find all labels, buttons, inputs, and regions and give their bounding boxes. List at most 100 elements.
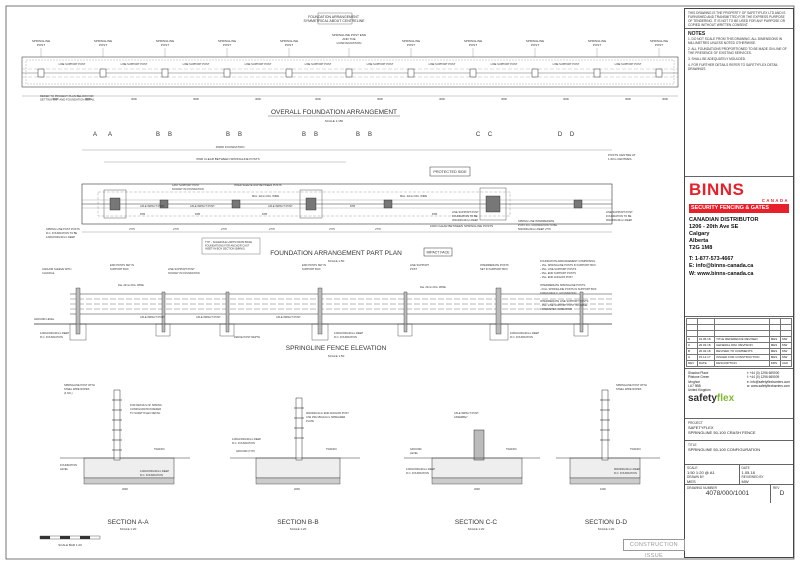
svg-text:POST R.C. FOUNDATION TO BE: POST R.C. FOUNDATION TO BE: [518, 223, 557, 227]
distributor-tagline: SECURITY FENCING & GATES: [689, 204, 789, 213]
svg-text:POST: POST: [285, 43, 293, 47]
svg-text:R.C. FOUNDATION: R.C. FOUNDATION: [406, 471, 429, 475]
drawn-value: MES: [687, 479, 696, 484]
svg-text:B: B: [156, 132, 160, 138]
svg-text:2770: 2770: [375, 227, 381, 231]
section-b-title: SECTION B-B: [277, 519, 319, 526]
svg-text:POST: POST: [407, 43, 415, 47]
svg-text:LINE SUPPORT POST: LINE SUPPORT POST: [553, 62, 580, 66]
svg-text:SPRINGLINE: SPRINGLINE: [218, 39, 236, 43]
note-3: 3. SHALL BE ADEQUATELY MOULDED.: [688, 57, 746, 62]
svg-text:3000: 3000: [315, 97, 321, 101]
part-plan-scale: SCALE 1:50: [328, 259, 345, 263]
title-block: THIS DRAWING IS THE PROPERTY OF SAFETYFL…: [684, 8, 794, 558]
svg-text:POST: POST: [655, 43, 663, 47]
svg-text:INTERMEDIATE POSTS: INTERMEDIATE POSTS: [480, 263, 509, 267]
svg-text:1000 CLEAR BETWEEN SPRINGLINE: 1000 CLEAR BETWEEN SPRINGLINE POSTS: [430, 224, 493, 228]
svg-text:A: A: [108, 132, 112, 138]
svg-text:2000: 2000: [122, 487, 128, 491]
svg-text:2770: 2770: [329, 227, 335, 231]
svg-text:CONFIGURATION: CONFIGURATION: [337, 41, 362, 45]
rev-cell-date: DATE: [696, 360, 716, 367]
svg-text:ASSEMBLY: ASSEMBLY: [454, 415, 468, 419]
note-4: 4. FOR FURTHER DETAILS REFER TO SAFETYFL…: [688, 63, 779, 72]
svg-text:FPR: FPR: [140, 212, 145, 216]
svg-text:1000x1000x40mm DEEP: 1000x1000x40mm DEEP: [510, 331, 539, 335]
section-c-title: SECTION C-C: [455, 519, 498, 526]
svg-text:500x500x40mm DEEP: 500x500x40mm DEEP: [518, 227, 545, 231]
distributor-address: CANADIAN DISTRIBUTOR 1206 - 20th Ave SE …: [689, 217, 759, 251]
svg-text:MAx. 22mm DIA. WIRE: MAx. 22mm DIA. WIRE: [400, 194, 427, 198]
svg-text:PLATE: PLATE: [306, 419, 314, 423]
svg-text:LINE SUPPORT: LINE SUPPORT: [410, 263, 429, 267]
svg-text:LEVEL: LEVEL: [410, 451, 419, 455]
svg-text:FOUNDATION TO BE: FOUNDATION TO BE: [606, 214, 632, 218]
svg-text:STEEL WIRE ROPES: STEEL WIRE ROPES: [64, 387, 90, 391]
svg-text:POST: POST: [593, 43, 601, 47]
svg-text:AXLE IMPACT POST: AXLE IMPACT POST: [268, 204, 293, 208]
svg-text:STEEL WIRE ROPES: STEEL WIRE ROPES: [616, 387, 642, 391]
svg-text:3000: 3000: [377, 97, 383, 101]
svg-text:B: B: [168, 132, 172, 138]
svg-text:LINE SUPPORT POST: LINE SUPPORT POST: [121, 62, 148, 66]
svg-text:LINE SUPPORT POST: LINE SUPPORT POST: [168, 267, 195, 271]
svg-text:POST: POST: [223, 43, 231, 47]
svg-text:LINE SUPPORT POST: LINE SUPPORT POST: [606, 210, 633, 214]
svg-text:1200x1500x40mm DEEP: 1200x1500x40mm DEEP: [140, 469, 169, 473]
svg-text:AXLE IMPACT POST: AXLE IMPACT POST: [454, 411, 479, 415]
svg-text:900x900x40mm DEEP: 900x900x40mm DEEP: [614, 467, 641, 471]
svg-text:R.C. FOUNDATION: R.C. FOUNDATION: [232, 441, 255, 445]
status-stamp: CONSTRUCTION ISSUE: [623, 539, 685, 559]
svg-text:C/W 150x150x10mm SPREADER: C/W 150x150x10mm SPREADER: [306, 415, 345, 419]
svg-text:300x300x40mm DEEP: 300x300x40mm DEEP: [606, 218, 633, 222]
project-line-2: SPRINGLINE 50-100 CRASH FENCE: [688, 430, 756, 435]
safetyflex-logo: safetyflex: [688, 392, 735, 404]
svg-text:2770: 2770: [545, 227, 551, 231]
svg-text:1200x1500x40mm DEEP: 1200x1500x40mm DEEP: [334, 331, 363, 335]
section-d-title: SECTION D-D: [585, 519, 628, 526]
svg-text:3000: 3000: [255, 97, 261, 101]
svg-text:2000: 2000: [474, 487, 480, 491]
impact-face-label: IMPACT FACE: [426, 251, 450, 255]
svg-text:INTER SLEEVE RAP BETWEEN POSTS: INTER SLEEVE RAP BETWEEN POSTS: [234, 183, 282, 187]
svg-text:POST: POST: [410, 267, 417, 271]
svg-text:C: C: [476, 132, 481, 138]
date-value: 1.05.18: [741, 470, 755, 475]
svg-text:SPRINGLINE: SPRINGLINE: [402, 39, 420, 43]
distributor-logo: BINNS: [689, 180, 745, 199]
scale-label: SCALE: [687, 466, 698, 470]
svg-text:POSTS CENTRE AT: POSTS CENTRE AT: [608, 153, 636, 157]
svg-text:B: B: [356, 132, 360, 138]
svg-text:SPRINGLINE: SPRINGLINE: [94, 39, 112, 43]
svg-text:SPRINGLINE: SPRINGLINE: [588, 39, 606, 43]
svg-text:TO SAFETYFLEX DETAIL: TO SAFETYFLEX DETAIL: [130, 411, 161, 415]
svg-text:GROUND LEVEL: GROUND LEVEL: [34, 317, 55, 321]
part-plan-overall-dim: 15000 FOUNDATION: [216, 145, 245, 149]
svg-text:- 2No. END SUPPORT POSTS: - 2No. END SUPPORT POSTS: [540, 271, 576, 275]
part-plan-inner-dim: 6500 CLEAR BETWEEN SPRINGLINE POSTS: [196, 157, 259, 161]
svg-text:1200x1500x40mm DEEP: 1200x1500x40mm DEEP: [232, 437, 261, 441]
checked-label: REVIEWED BY: [741, 475, 764, 479]
svg-text:LINE SUPPORT POST: LINE SUPPORT POST: [245, 62, 272, 66]
svg-text:INTERMEDIATE LINE SUPPORT POST: INTERMEDIATE LINE SUPPORT POSTS:: [540, 299, 589, 303]
email: E: info@binns-canada.ca: [689, 263, 754, 270]
section-a-title: SECTION A-A: [107, 519, 149, 526]
section-b-scale: SCALE 1:20: [290, 527, 307, 531]
title-label: TITLE: [688, 443, 697, 447]
svg-text:1200x1500x40mm DEEP: 1200x1500x40mm DEEP: [406, 467, 435, 471]
svg-text:B: B: [226, 132, 230, 138]
svg-text:TRAFFIC: TRAFFIC: [506, 447, 517, 451]
svg-text:INTERMEDIATE SPRINGLINE POSTS:: INTERMEDIATE SPRINGLINE POSTS:: [540, 283, 586, 287]
svg-text:SPRINGLINE POST WITH: SPRINGLINE POST WITH: [64, 383, 95, 387]
svg-text:LINE SUPPORT POST: LINE SUPPORT POST: [183, 62, 210, 66]
svg-text:SPRING LINE INTERMEDIATE: SPRING LINE INTERMEDIATE: [518, 219, 555, 223]
svg-text:FPR: FPR: [350, 204, 355, 208]
drawing-number-label: DRAWING NUMBER: [687, 486, 717, 490]
note-1: 1. DO NOT SCALE FROM THIS DRAWING. ALL D…: [688, 37, 783, 46]
svg-text:B: B: [238, 132, 242, 138]
note-2: 2. ALL FOUNDATIONS PROPORTIONED TO BE MA…: [688, 47, 787, 56]
svg-text:MAx. 22mm DIA. WIRE: MAx. 22mm DIA. WIRE: [252, 194, 279, 198]
